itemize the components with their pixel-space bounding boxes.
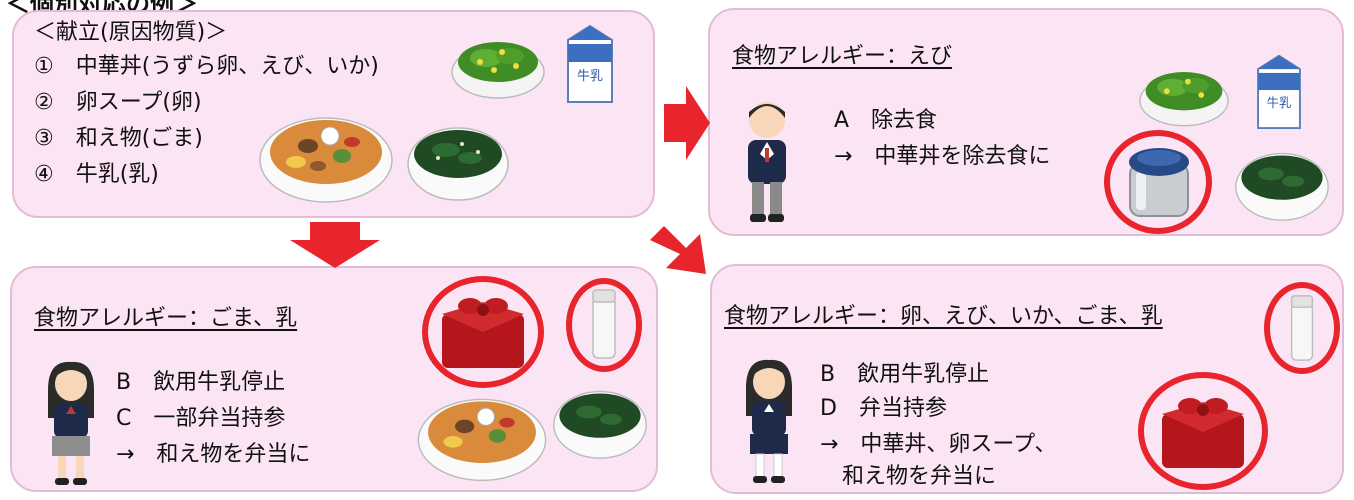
multi-allergy-panel: 食物アレルギー：卵、えび、いか、ごま、乳 B 飲用牛乳停止 D 弁当持参 → 中… [710,264,1344,494]
chuka-don-bowl-icon [417,398,547,482]
sesame-milk-action-c: C 一部弁当持参 [116,406,286,431]
milk-carton-icon: 牛乳 [567,24,613,103]
chuka-don-bowl-icon [259,117,393,203]
water-bottle-icon [1290,295,1314,361]
student-boy-icon [748,102,786,222]
milk-carton-label: 牛乳 [1267,95,1292,110]
menu-title: ＜献立(原因物質)＞ [34,20,228,45]
arrow-down [290,222,380,268]
wakame-soup-bowl-icon [553,390,647,459]
multi-allergy-title: 食物アレルギー：卵、えび、いか、ごま、乳 [724,304,1163,329]
food-thermos-icon [1129,148,1189,217]
shrimp-allergy-title: 食物アレルギー：えび [732,44,953,69]
multi-action-d: D 弁当持参 [820,396,947,421]
student-girl-icon [48,361,94,485]
wakame-soup-bowl-icon [1235,152,1329,221]
arrow-right [664,86,710,160]
greens-salad-bowl-icon [1139,72,1229,127]
sesame-milk-allergy-panel: 食物アレルギー：ごま、乳 B 飲用牛乳停止 C 一部弁当持参 → 和え物を弁当に [10,266,658,492]
multi-action-arrow: → 中華丼、卵スープ、 [820,432,1057,457]
sesame-milk-action-b: B 飲用牛乳停止 [116,370,286,395]
menu-panel: ＜献立(原因物質)＞ ① 中華丼(うずら卵、えび、いか) ② 卵スープ(卵) ③… [12,10,655,218]
menu-item-2: ② 卵スープ(卵) [34,90,202,115]
shrimp-action-a: A 除去食 [834,108,938,133]
highlight-ring [422,276,544,388]
student-girl-icon [746,359,792,483]
sesame-milk-action-arrow: → 和え物を弁当に [116,442,311,467]
furoshiki-lunch-box-icon [1162,398,1244,468]
shrimp-action-arrow: → 中華丼を除去食に [834,144,1051,169]
menu-item-4: ④ 牛乳(乳) [34,162,159,187]
greens-salad-bowl-icon [451,42,545,99]
highlight-ring [566,278,642,372]
milk-carton-icon: 牛乳 [1257,54,1301,130]
arrow-down-right [650,226,706,274]
wakame-soup-bowl-icon [407,127,509,201]
highlight-ring [1264,282,1340,374]
multi-action-b: B 飲用牛乳停止 [820,362,990,387]
highlight-ring [1138,372,1268,490]
shrimp-allergy-panel: 食物アレルギー：えび A 除去食 → 中華丼を除去食に 牛乳 [708,8,1344,236]
water-bottle-icon [592,289,616,359]
milk-carton-label: 牛乳 [577,69,603,84]
menu-item-3: ③ 和え物(ごま) [34,126,203,151]
multi-action-arrow-cont: 和え物を弁当に [820,464,997,489]
sesame-milk-allergy-title: 食物アレルギー：ごま、乳 [34,306,298,331]
furoshiki-lunch-box-icon [442,298,524,368]
menu-item-1: ① 中華丼(うずら卵、えび、いか) [34,54,379,79]
highlight-ring [1104,130,1212,234]
